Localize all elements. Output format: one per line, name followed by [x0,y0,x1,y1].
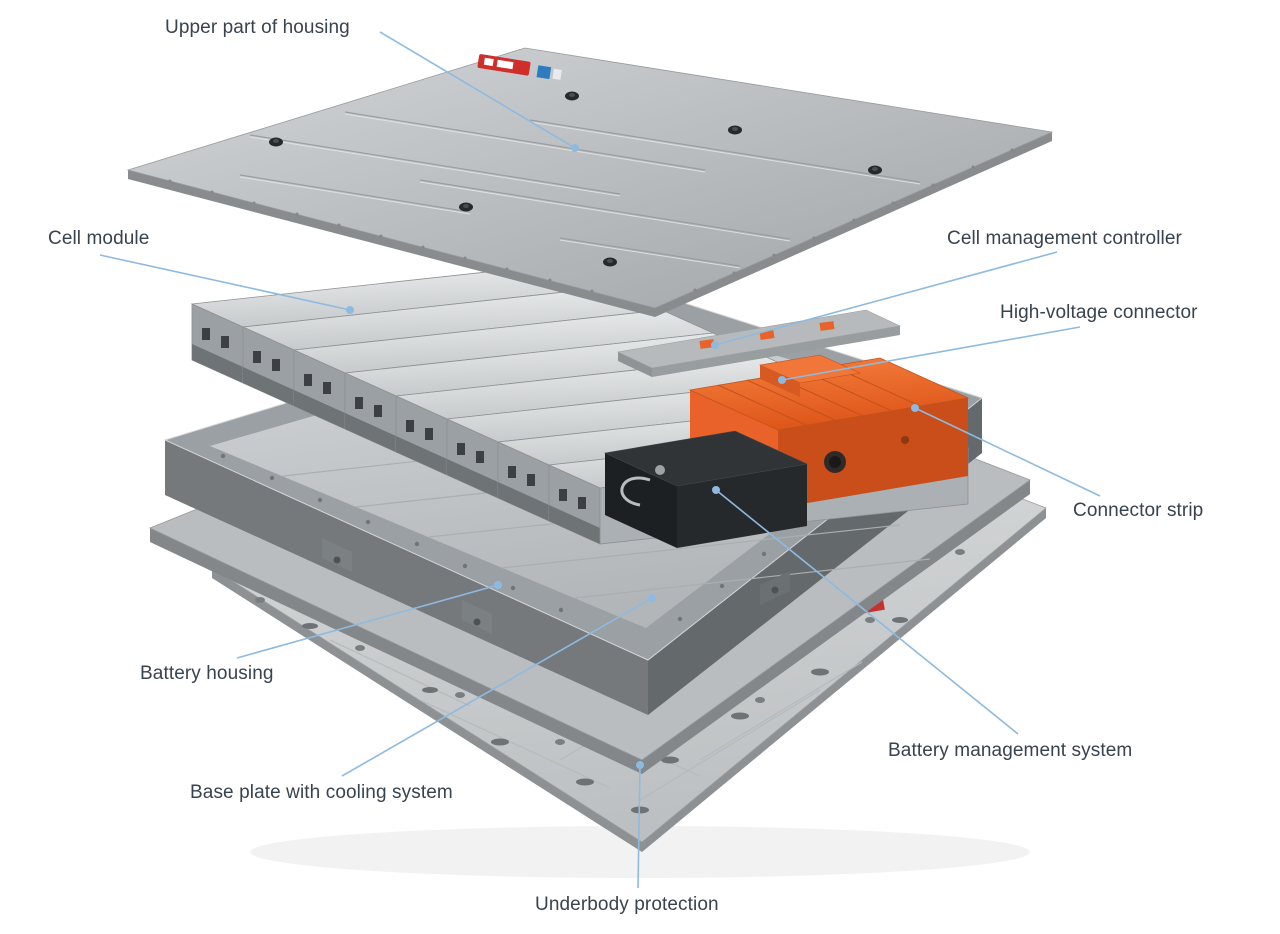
leader-base-plate [341,597,653,777]
leader-high-voltage-connector [781,326,1081,381]
upper-housing-plate-graphic [126,47,1054,317]
label-battery-management-system: Battery management system [888,740,1133,761]
label-battery-housing: Battery housing [140,663,274,684]
plate-stamped-ridges [239,111,921,269]
leader-dot [712,486,720,494]
ground-shadow [250,826,1030,878]
label-cell-management-controller: Cell management controller [947,228,1182,249]
leader-dot [571,144,579,152]
plate-clamps [269,91,882,267]
leader-underbody-protection [637,764,641,889]
leader-battery-management-system [715,489,1019,735]
leader-dot [911,404,919,412]
battery-management-system-graphic [603,430,809,548]
label-upper-part-of-housing: Upper part of housing [165,17,350,38]
leader-dot [346,306,354,314]
leader-dot [778,376,786,384]
leader-cell-management-controller [714,251,1058,346]
label-connector-strip: Connector strip [1073,500,1204,521]
label-base-plate-with-cooling: Base plate with cooling system [190,782,453,803]
leader-dot [711,341,719,349]
label-underbody-protection: Underbody protection [535,894,719,915]
leader-dot [648,594,656,602]
leader-cell-module [99,254,351,311]
leader-lines [99,31,1101,889]
plate-rivets [168,148,1014,293]
plate-stickers [477,54,562,80]
leader-dot [494,581,502,589]
label-cell-module: Cell module [48,228,150,249]
leader-dots [346,144,919,769]
leader-dot [636,761,644,769]
leader-connector-strip [914,407,1101,497]
leader-battery-housing [236,584,499,659]
housing-mount-tabs [322,538,790,634]
leader-upper-housing [379,31,576,149]
label-high-voltage-connector: High-voltage connector [1000,302,1198,323]
